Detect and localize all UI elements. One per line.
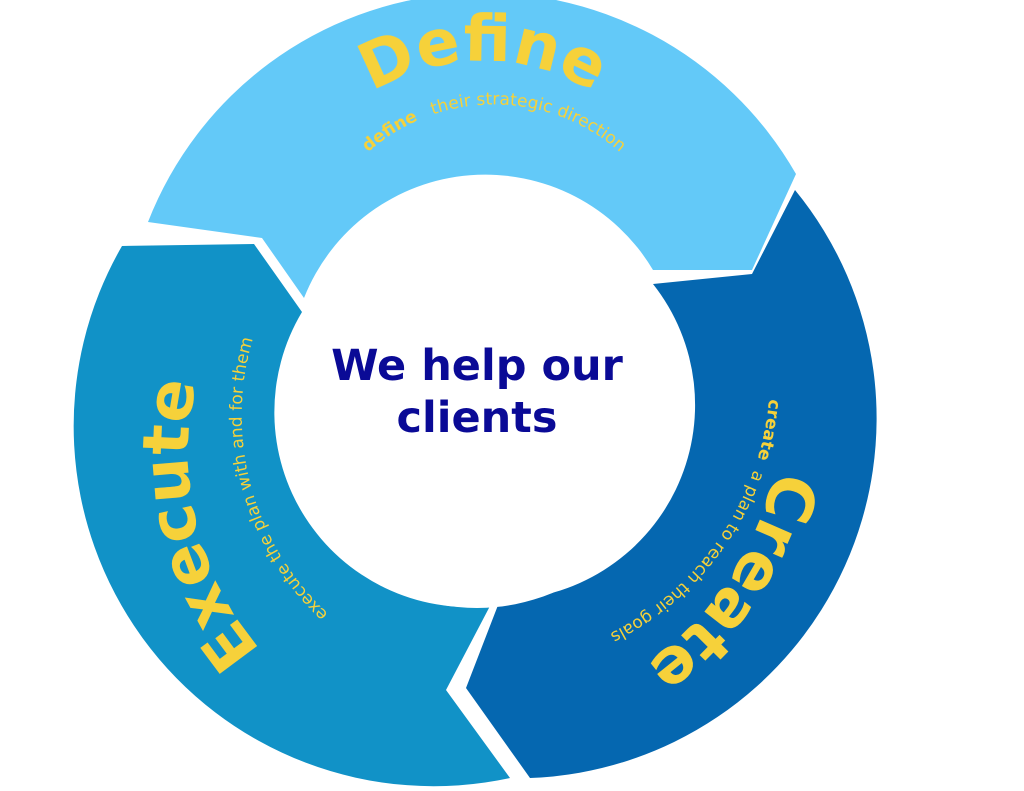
define-segment — [148, 0, 796, 298]
execute-segment — [73, 244, 510, 787]
center-text: We help our clients — [300, 340, 654, 444]
center-circle — [281, 216, 673, 608]
center-text-line1: We help our — [331, 341, 623, 391]
center-text-line2: clients — [396, 393, 558, 443]
create-segment — [466, 190, 877, 778]
